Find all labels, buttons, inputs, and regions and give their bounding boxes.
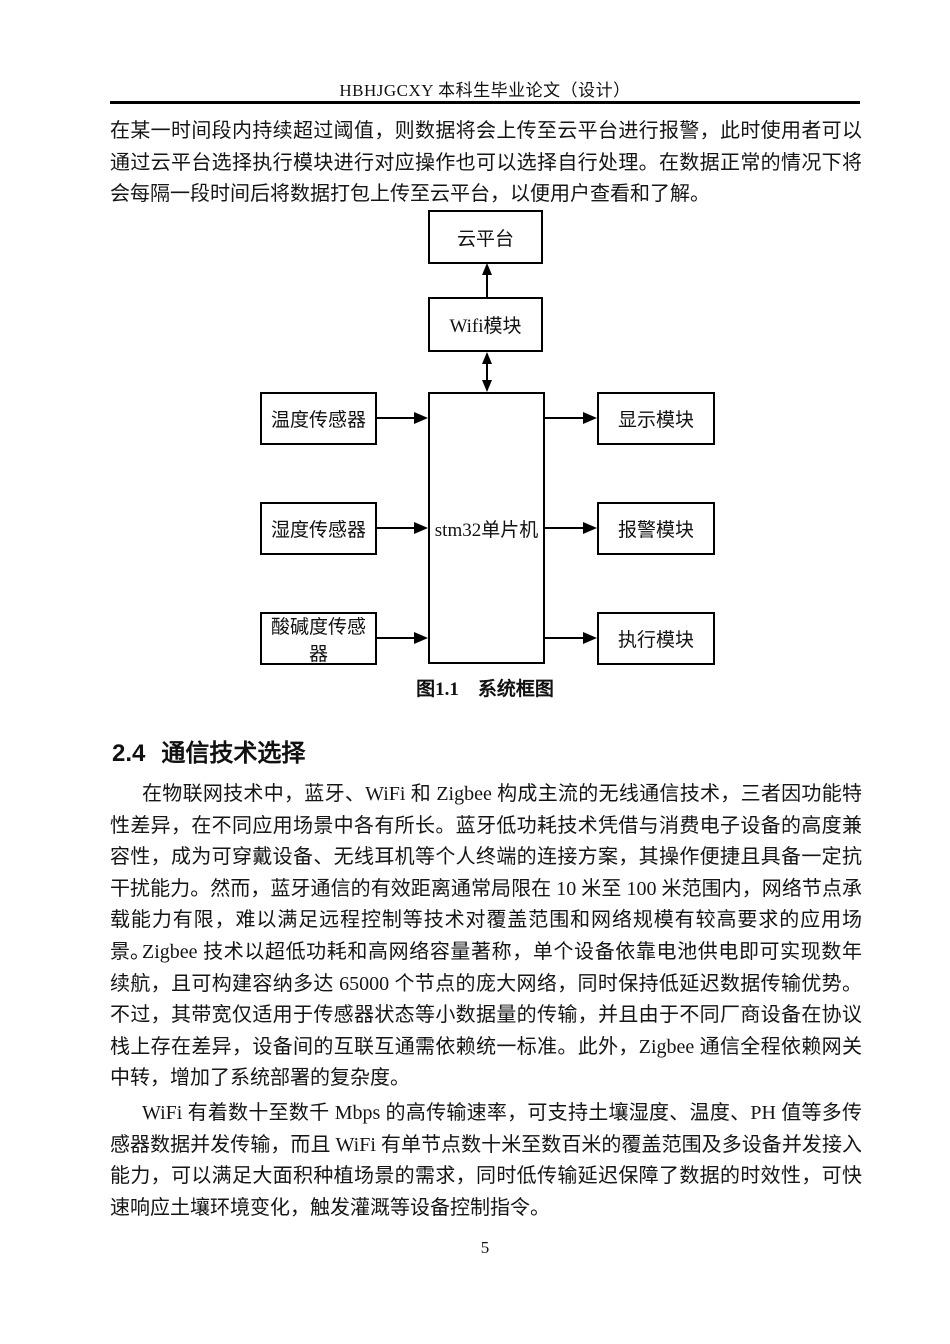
diagram-box-stm32-mcu: stm32单片机 xyxy=(428,392,545,664)
section-title: 通信技术选择 xyxy=(161,740,306,767)
diagram-box-temperature-sensor: 温度传感器 xyxy=(260,392,377,445)
body-paragraph: WiFi 有着数十至数千 Mbps 的高传输速率，可支持土壤湿度、温度、PH 值… xyxy=(110,1102,862,1219)
diagram-box-cloud-platform: 云平台 xyxy=(428,210,543,264)
diagram-box-execution-module: 执行模块 xyxy=(597,612,715,665)
diagram-box-ph-sensor: 酸碱度传感器 xyxy=(260,612,377,665)
arrowhead-right-icon xyxy=(583,522,597,534)
arrowhead-up-icon xyxy=(481,263,492,275)
arrow-shaft xyxy=(545,527,584,529)
intro-paragraph: 在某一时间段内持续超过阈值，则数据将会上传至云平台进行报警，此时使用者可以通过云… xyxy=(110,120,862,205)
arrowhead-right-icon xyxy=(583,632,597,644)
arrow-shaft xyxy=(377,637,415,639)
arrow-shaft xyxy=(377,417,415,419)
diagram-box-display-module: 显示模块 xyxy=(597,392,715,445)
body-paragraph: Zigbee 技术以超低功耗和高网络容量著称，单个设备依靠电池供电即可实现数年续… xyxy=(110,941,862,1089)
arrow-shaft xyxy=(377,527,415,529)
arrow-shaft xyxy=(486,362,488,383)
body-paragraph: 在物联网技术中，蓝牙、WiFi 和 Zigbee 构成主流的无线通信技术，三者因… xyxy=(110,783,862,963)
arrowhead-up-icon xyxy=(481,352,492,364)
diagram-box-wifi-module: Wifi模块 xyxy=(428,297,543,352)
arrow-shaft xyxy=(545,637,584,639)
arrowhead-down-icon xyxy=(481,380,492,392)
section-number: 2.4 xyxy=(112,740,146,767)
arrow-shaft xyxy=(486,274,488,297)
page-number: 5 xyxy=(480,1238,490,1257)
figure-caption: 图1.1 系统框图 xyxy=(416,679,554,700)
arrowhead-right-icon xyxy=(414,412,428,424)
diagram-box-humidity-sensor: 湿度传感器 xyxy=(260,502,377,555)
running-header: HBHJGCXY 本科生毕业论文（设计） xyxy=(339,81,631,100)
diagram-box-alarm-module: 报警模块 xyxy=(597,502,715,555)
section-heading: 2.4 通信技术选择 xyxy=(112,733,852,768)
arrow-shaft xyxy=(545,417,584,419)
arrowhead-right-icon xyxy=(414,632,428,644)
arrowhead-right-icon xyxy=(414,522,428,534)
arrowhead-right-icon xyxy=(583,412,597,424)
header-rule xyxy=(110,101,860,104)
